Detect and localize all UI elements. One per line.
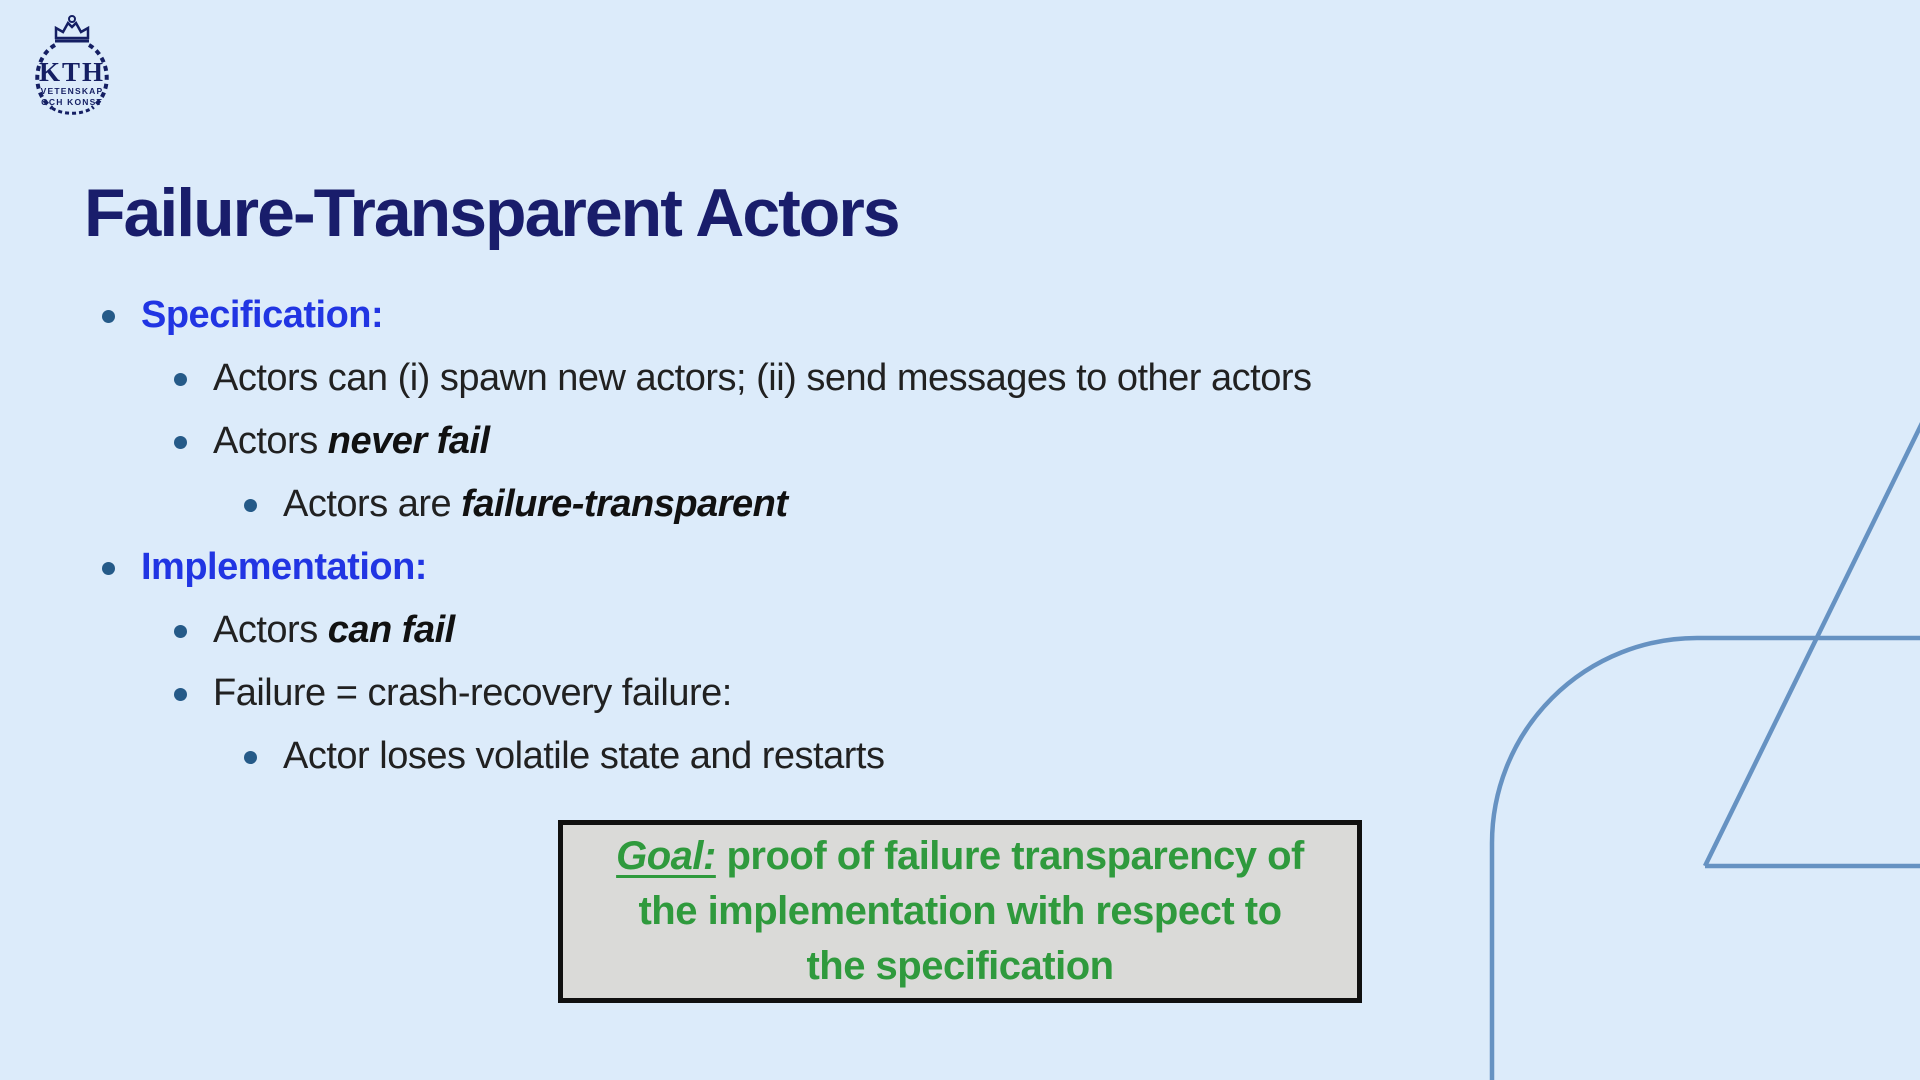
bullet-item-spawn-send: Actors can (i) spawn new actors; (ii) se… — [0, 347, 1780, 410]
bullet-text: Actor loses volatile state and restarts — [283, 735, 885, 778]
bullet-dot-icon — [174, 625, 187, 638]
bullet-segment-emphasis: failure-transparent — [461, 483, 788, 525]
bullet-item-crash-recovery: Failure = crash-recovery failure: — [0, 662, 1780, 725]
bullet-item-implementation: Implementation: — [0, 536, 1780, 599]
bullet-segment-emphasis: never fail — [327, 420, 490, 462]
goal-line-1: Goal: proof of failure transparency of — [563, 829, 1357, 884]
bullet-segment: Actors — [213, 609, 328, 651]
bullet-list: Specification: Actors can (i) spawn new … — [0, 284, 1780, 788]
bullet-segment: Actors are — [283, 483, 462, 525]
bullet-dot-icon — [174, 373, 187, 386]
bullet-text: Actors are failure-transparent — [283, 483, 788, 526]
slide-title: Failure-Transparent Actors — [84, 175, 901, 251]
bullet-dot-icon — [174, 436, 187, 449]
bullet-dot-icon — [102, 562, 115, 575]
bullet-text: Actors can fail — [213, 609, 455, 652]
bullet-item-failure-transparent: Actors are failure-transparent — [0, 473, 1780, 536]
bullet-segment: Implementation: — [141, 546, 427, 588]
logo-subtitle-1: VETENSKAP — [41, 86, 104, 96]
bullet-segment-emphasis: can fail — [327, 609, 455, 651]
bullet-text: Failure = crash-recovery failure: — [213, 672, 732, 715]
bullet-segment: Actors — [213, 420, 328, 462]
goal-line-2: the implementation with respect to — [638, 889, 1282, 933]
wreath-tie-icon — [51, 106, 93, 115]
bullet-item-specification: Specification: — [0, 284, 1780, 347]
bullet-segment: Failure = crash-recovery failure: — [213, 672, 732, 714]
bullet-item-can-fail: Actors can fail — [0, 599, 1780, 662]
logo-subtitle-2: OCH KONST — [41, 97, 103, 107]
bullet-segment: Actor loses volatile state and restarts — [283, 735, 885, 777]
kth-logo: KTH VETENSKAP OCH KONST — [35, 15, 109, 115]
bullet-dot-icon — [244, 499, 257, 512]
bullet-dot-icon — [244, 751, 257, 764]
bullet-dot-icon — [174, 688, 187, 701]
goal-line-1-rest: proof of failure transparency of — [715, 834, 1304, 878]
wreath-left-icon — [35, 43, 57, 110]
bullet-text: Specification: — [141, 294, 384, 337]
bullet-text: Actors can (i) spawn new actors; (ii) se… — [213, 357, 1312, 400]
goal-box: Goal: proof of failure transparency of t… — [558, 820, 1362, 1003]
logo-acronym: KTH — [39, 57, 105, 87]
bullet-segment: Actors can (i) spawn new actors; (ii) se… — [213, 357, 1312, 399]
goal-line-3: the specification — [806, 944, 1114, 988]
wreath-right-icon — [87, 43, 109, 110]
crown-orb-icon — [68, 15, 76, 23]
bullet-segment: Specification: — [141, 294, 384, 336]
bullet-text: Implementation: — [141, 546, 427, 589]
goal-label: Goal: — [616, 834, 716, 878]
bullet-text: Actors never fail — [213, 420, 490, 463]
bullet-dot-icon — [102, 310, 115, 323]
bullet-item-volatile-state: Actor loses volatile state and restarts — [0, 725, 1780, 788]
bullet-item-never-fail: Actors never fail — [0, 410, 1780, 473]
crown-icon — [54, 20, 90, 40]
